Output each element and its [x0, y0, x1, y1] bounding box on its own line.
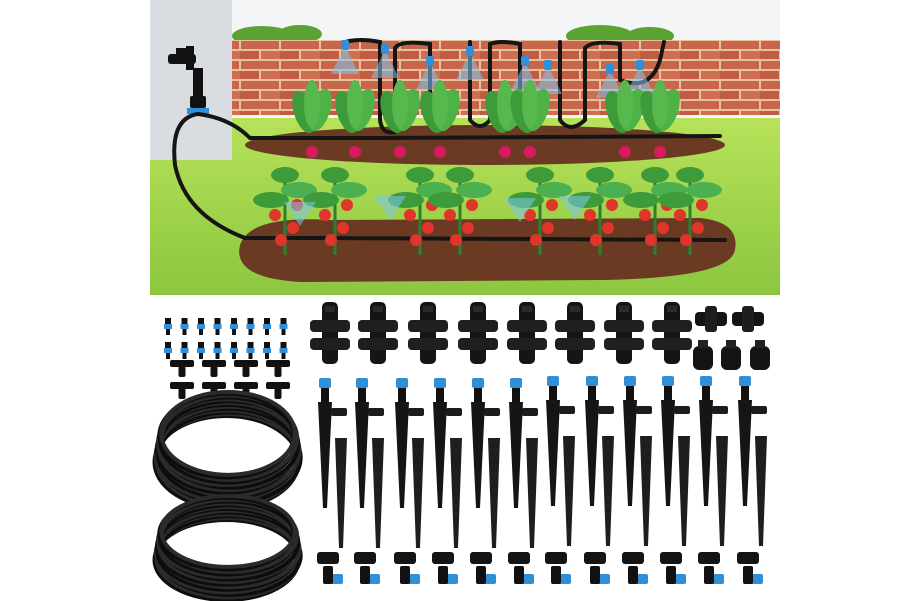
cross-connector-set	[310, 302, 692, 364]
tomato-plant	[253, 167, 317, 255]
faucet-icon	[168, 46, 209, 114]
adjustable-stake-sprinkler	[470, 378, 500, 584]
radish-plant	[380, 80, 420, 158]
small-blue-plug	[197, 318, 205, 335]
adjustable-stake-sprinkler	[354, 378, 384, 584]
end-cap	[721, 340, 741, 370]
spray-mist	[374, 196, 406, 220]
adjustable-stake-sprinkler	[584, 376, 614, 584]
tee-connector	[202, 360, 226, 377]
adjustable-stake-sprinkler	[394, 378, 424, 584]
spray-mist	[284, 202, 316, 226]
straight-coupler-set	[695, 306, 764, 332]
small-blue-plug	[164, 318, 172, 335]
tee-connector	[266, 382, 290, 399]
adjustable-stake-sprinkler	[432, 378, 462, 584]
adjustable-stake-sprinkler	[317, 378, 347, 584]
mist-sprayer	[331, 40, 359, 74]
tomato-row	[253, 167, 722, 255]
small-blue-plug	[213, 318, 222, 335]
tomato-plant	[508, 167, 572, 255]
four-way-cross-connector	[358, 302, 398, 364]
small-blue-plug	[246, 318, 255, 335]
main-tubing	[172, 38, 727, 242]
end-cap	[750, 340, 770, 370]
small-blue-plug	[279, 342, 288, 359]
kit-contents	[152, 302, 770, 601]
mist-sprayer	[626, 60, 654, 94]
four-way-cross-connector	[604, 302, 644, 364]
small-blue-plug	[246, 342, 255, 359]
straight-coupler	[732, 306, 764, 332]
small-blue-plug	[164, 342, 172, 359]
tee-connector	[266, 360, 290, 377]
mist-sprayer	[534, 60, 562, 94]
small-blue-plug	[180, 318, 189, 335]
adjustable-stake-sprinkler	[545, 376, 575, 584]
drip-tubing-coil	[152, 389, 303, 510]
radish-plant	[292, 80, 332, 158]
small-blue-plug	[279, 318, 288, 335]
four-way-cross-connector	[507, 302, 547, 364]
radish-plant	[420, 80, 460, 158]
drip-tubing-coil	[152, 493, 303, 601]
small-blue-plug	[197, 342, 205, 359]
four-way-cross-connector	[458, 302, 498, 364]
end-cap	[693, 340, 713, 370]
small-blue-plug	[230, 342, 238, 359]
tomato-plant	[303, 167, 367, 255]
spray-mist	[559, 196, 591, 220]
tee-connector	[170, 382, 194, 399]
radish-row	[292, 80, 680, 158]
four-way-cross-connector	[652, 302, 692, 364]
small-plug-set	[164, 318, 288, 359]
adjustable-stake-sprinkler	[660, 376, 690, 584]
adjustable-stake-sprinkler	[698, 376, 728, 584]
small-blue-plug	[213, 342, 222, 359]
mist-sprayer	[596, 64, 624, 98]
small-blue-plug	[263, 318, 271, 335]
mist-sprayer	[371, 44, 399, 78]
radish-plant	[335, 80, 375, 158]
four-way-cross-connector	[310, 302, 350, 364]
garden-scene	[150, 0, 780, 295]
adjustable-stake-sprinkler	[737, 376, 767, 584]
tomato-plant	[658, 167, 722, 255]
small-blue-plug	[180, 342, 189, 359]
adjustable-stake-sprinkler	[622, 376, 652, 584]
four-way-cross-connector	[408, 302, 448, 364]
small-blue-plug	[263, 342, 271, 359]
house-wall	[150, 0, 232, 160]
radish-plant	[640, 80, 680, 158]
tee-connector	[170, 360, 194, 377]
radish-plant	[605, 80, 645, 158]
tomato-plant	[428, 167, 492, 255]
end-cap-set	[693, 340, 770, 370]
straight-coupler	[695, 306, 727, 332]
adjustable-stake-sprinkler	[508, 378, 538, 584]
mist-sprayer	[456, 46, 484, 80]
spray-mist	[504, 198, 536, 222]
tee-connector	[234, 360, 258, 377]
four-way-cross-connector	[555, 302, 595, 364]
radish-plant	[510, 80, 550, 158]
small-blue-plug	[230, 318, 238, 335]
lower-soil-bed	[239, 218, 736, 282]
stake-sprinkler-set	[317, 376, 767, 584]
